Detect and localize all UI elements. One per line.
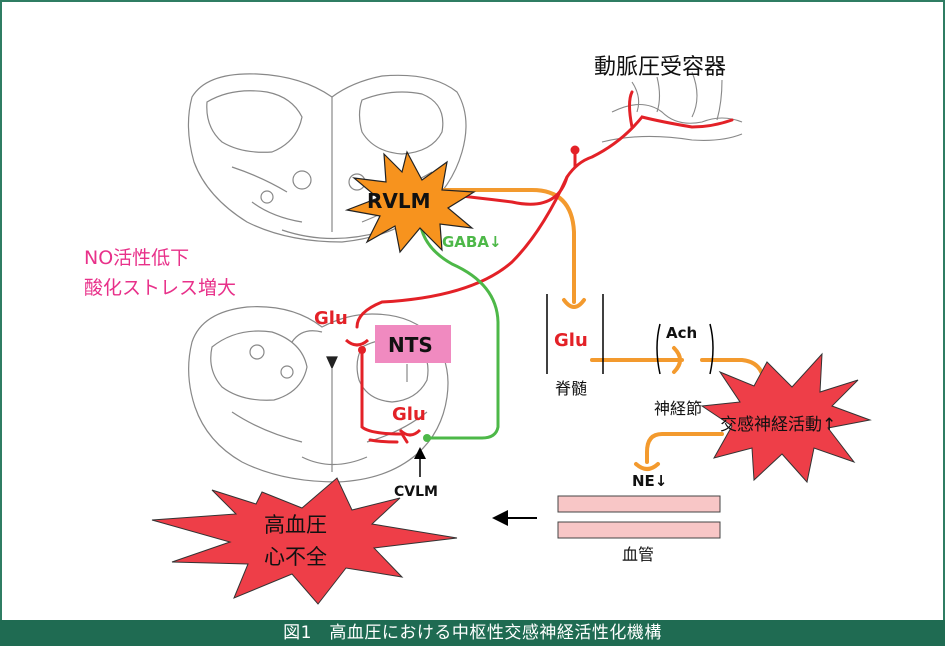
oxidative-stress-label: 酸化ストレス増大: [84, 277, 236, 299]
ganglion-label: 神経節: [654, 399, 702, 418]
blood-vessel-bar-top: [557, 495, 721, 513]
orange-sympathetic-pathway: [440, 188, 766, 471]
baroreceptor-vessels: [601, 71, 743, 143]
sympathetic-activity-burst: [700, 352, 872, 484]
hypertension-label: 高血圧: [264, 513, 327, 537]
nts-box: [375, 325, 451, 363]
nts-synapse: [344, 338, 370, 347]
spinal-cord-label: 脊髄: [555, 379, 587, 398]
cvlm-label: CVLM: [394, 484, 438, 500]
nts-label: NTS: [388, 333, 433, 357]
figure-caption: 図1 高血圧における中枢性交感神経活性化機構: [0, 620, 945, 646]
rvlm-label: RVLM: [367, 189, 431, 213]
ach-label: Ach: [666, 324, 697, 342]
glu-nts-label: Glu: [314, 308, 348, 329]
blood-vessel-bar-bottom: [557, 521, 721, 539]
glu-cvlm-label: Glu: [392, 404, 426, 425]
green-gaba-pathway: [418, 218, 500, 440]
ganglion-right-bracket: [709, 323, 714, 375]
red-glutamate-pathways: [355, 90, 734, 444]
baroreceptor-afferent-terminal: [570, 145, 580, 155]
no-activity-label: NO活性低下: [84, 247, 189, 269]
hypertension-burst: [151, 477, 458, 605]
nts-terminal-dot: [358, 346, 366, 354]
sympathetic-activity-label: 交感神経活動↑: [720, 415, 836, 435]
ganglion-left-bracket: [656, 323, 661, 375]
sympathetic-mechanism-diagram: 動脈圧受容器 RVLM GABA↓ NO活性低下 酸化ストレス増大 Glu NT…: [84, 55, 872, 605]
cvlm-synapse: [398, 428, 422, 437]
rvlm-burst: [344, 150, 476, 254]
cvlm-neuron-dot: [423, 434, 431, 442]
blood-vessel-label: 血管: [622, 545, 654, 564]
glu-spinal-label: Glu: [554, 330, 588, 351]
baroreceptor-label: 動脈圧受容器: [594, 55, 726, 80]
gaba-label: GABA↓: [442, 233, 502, 251]
ne-label: NE↓: [632, 472, 667, 490]
heart-failure-label: 心不全: [264, 545, 327, 569]
